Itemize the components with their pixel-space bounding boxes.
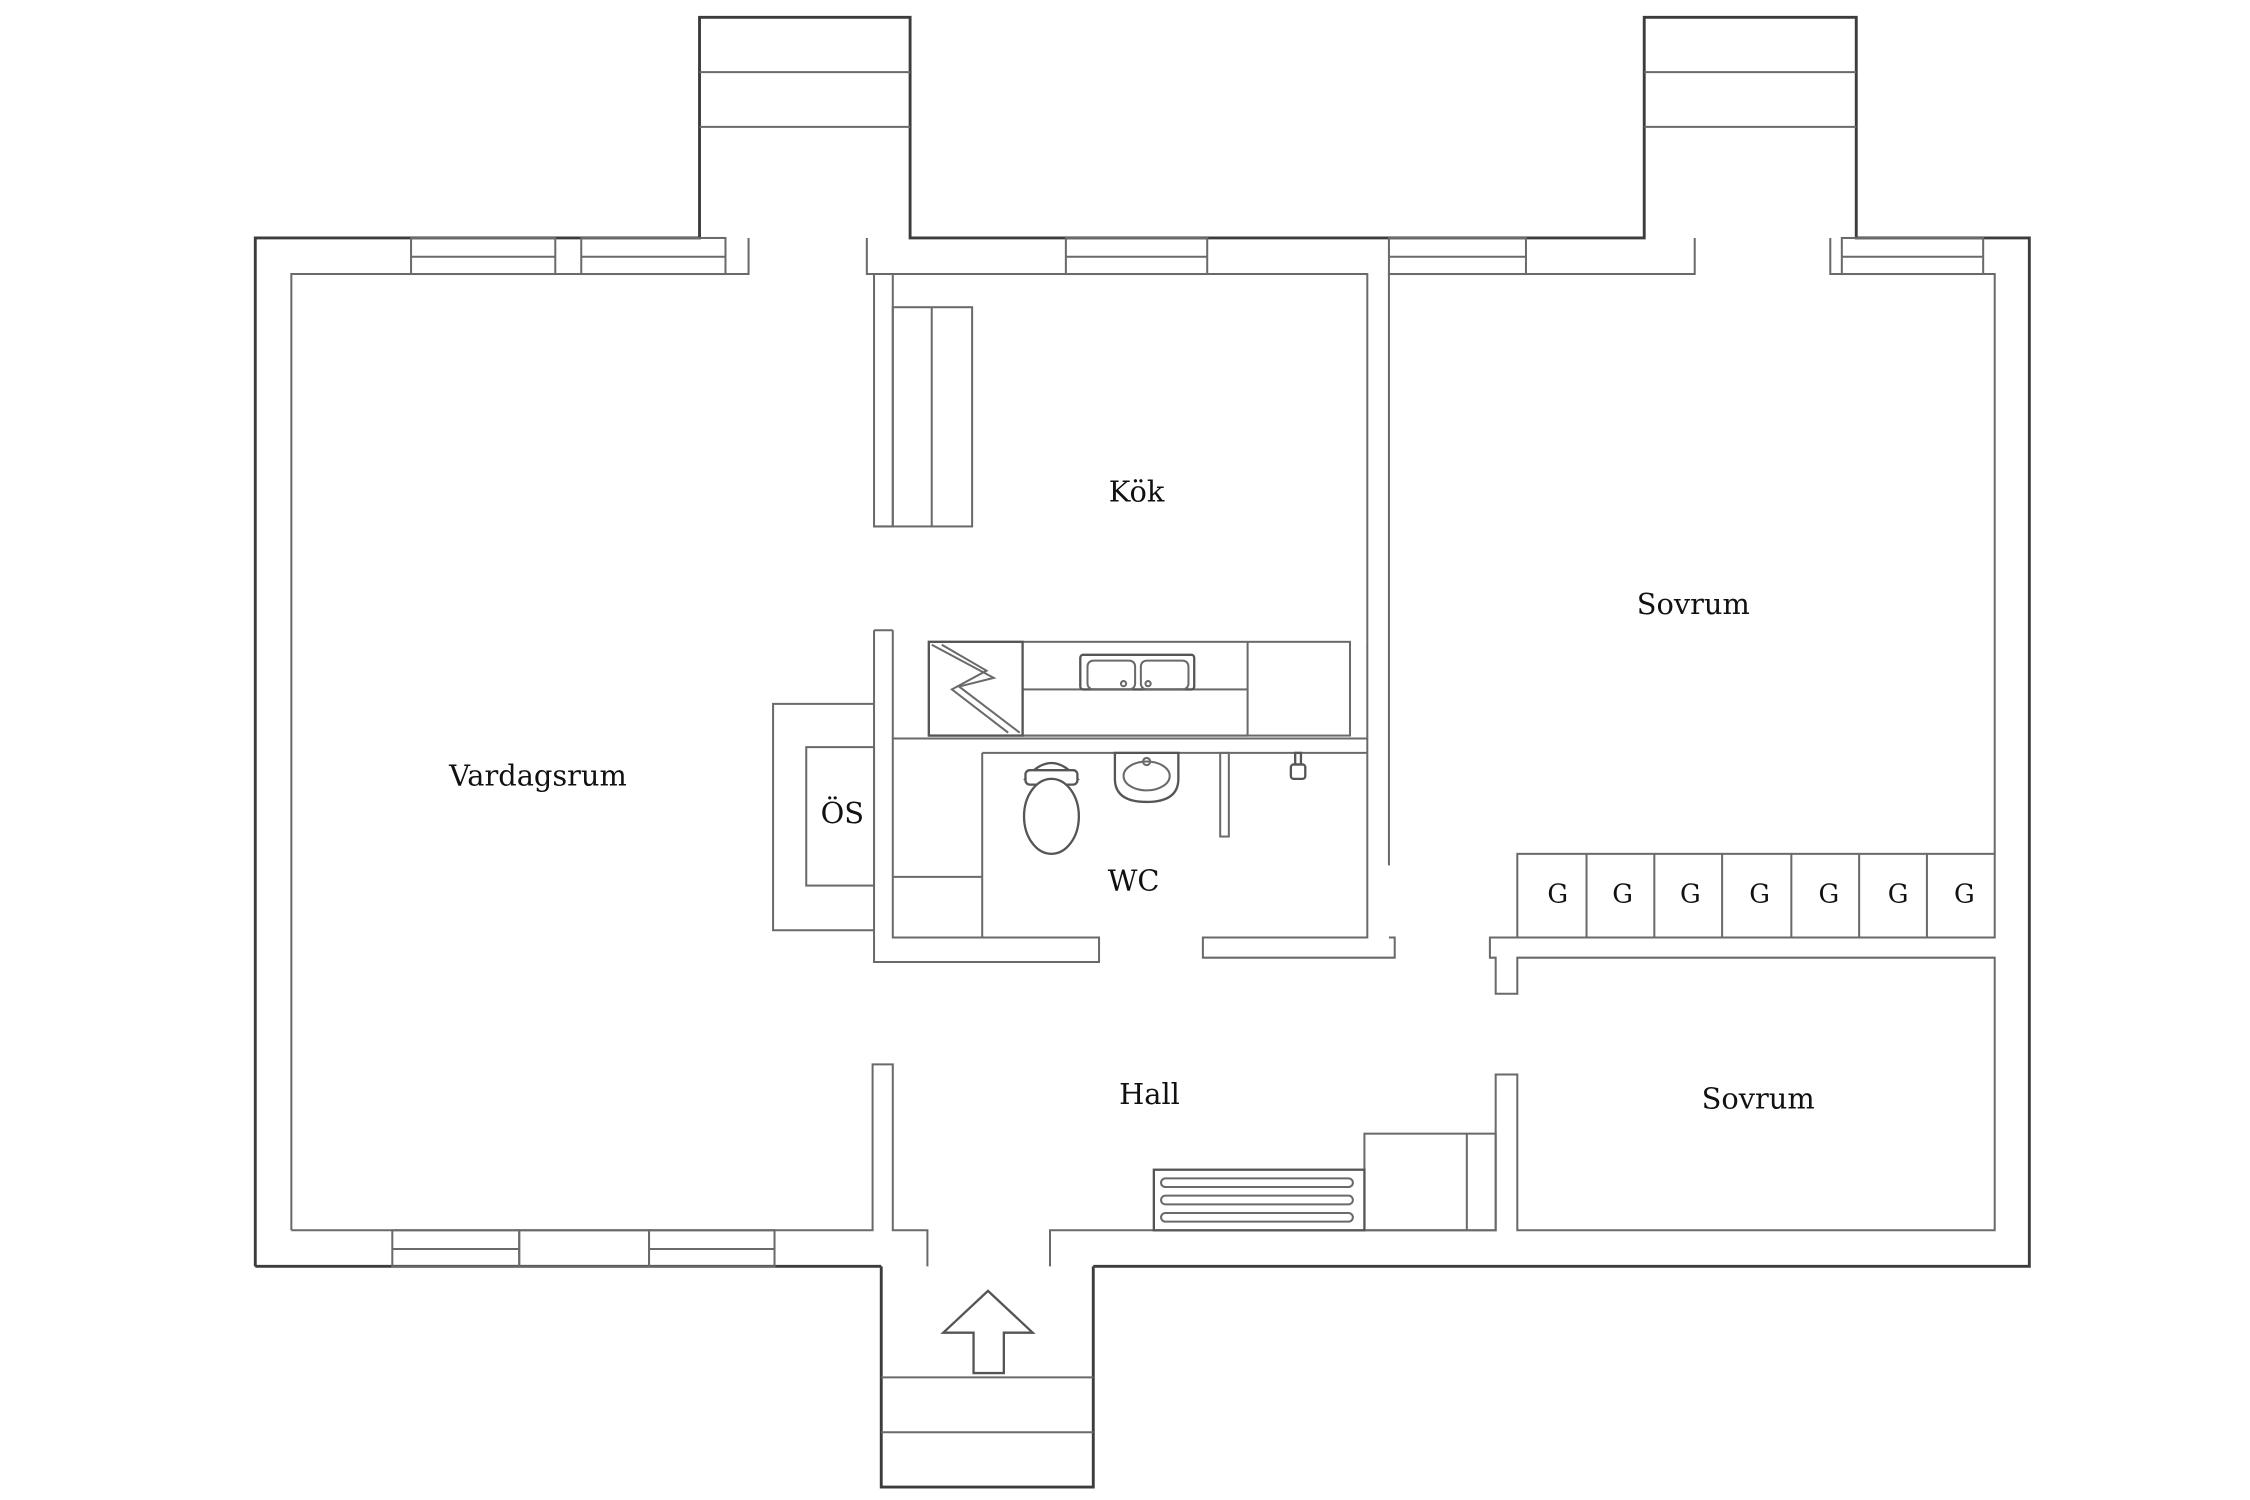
shower-icon bbox=[1289, 751, 1307, 780]
room-label-os: ÖS bbox=[821, 795, 864, 830]
room-label-hall: Hall bbox=[1119, 1077, 1180, 1111]
wardrobe-label: G bbox=[1680, 880, 1701, 910]
wardrobe-label: G bbox=[1888, 880, 1909, 910]
stove-icon bbox=[927, 640, 1024, 737]
interior-walls bbox=[873, 274, 1396, 964]
room-label-vardagsrum: Vardagsrum bbox=[448, 758, 627, 792]
wardrobe-labels: G G G G G G G bbox=[1547, 880, 1974, 910]
wardrobe-label: G bbox=[1612, 880, 1633, 910]
room-label-kok: Kök bbox=[1109, 474, 1165, 508]
room-label-sovrum-2: Sovrum bbox=[1702, 1081, 1815, 1115]
washbasin-icon bbox=[1113, 751, 1180, 804]
tiled-stove bbox=[772, 702, 876, 932]
windows bbox=[391, 236, 1985, 1268]
wardrobe-label: G bbox=[1547, 880, 1568, 910]
kitchen-cabinet-top bbox=[891, 306, 974, 528]
wardrobe-label: G bbox=[1818, 880, 1839, 910]
toilet-icon bbox=[1022, 762, 1081, 855]
radiator-icon bbox=[1152, 1168, 1366, 1232]
entrance bbox=[879, 1266, 1095, 1489]
room-labels: Vardagsrum Kök Sovrum Sovrum WC Hall ÖS bbox=[448, 474, 1815, 1115]
room-label-wc: WC bbox=[1108, 864, 1160, 898]
entrance-arrow-icon bbox=[940, 1289, 1036, 1375]
balcony-right bbox=[1644, 71, 1857, 128]
wardrobe-label: G bbox=[1954, 880, 1975, 910]
sink-icon bbox=[1079, 653, 1196, 691]
room-label-sovrum-1: Sovrum bbox=[1637, 587, 1750, 621]
wardrobe-label: G bbox=[1749, 880, 1770, 910]
hall-cabinet bbox=[1363, 1132, 1497, 1232]
wardrobes bbox=[1516, 852, 1996, 939]
balcony-left bbox=[699, 71, 911, 128]
